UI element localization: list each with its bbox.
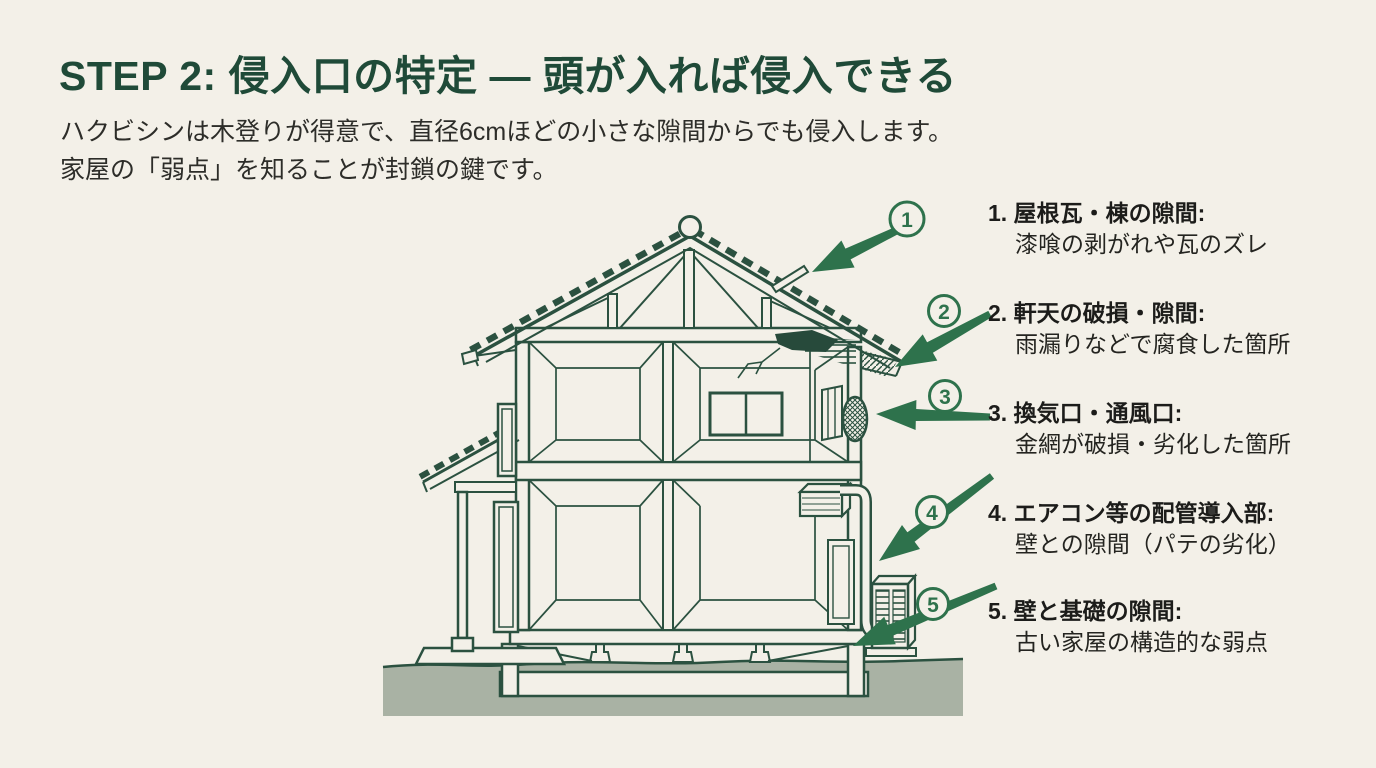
porch-post: [456, 490, 469, 640]
crawlspace-pier: [671, 643, 695, 663]
foundation-stem-right: [846, 642, 866, 698]
crawlspace-pier: [588, 643, 612, 663]
roof: [460, 215, 908, 377]
ac-indoor-unit: [797, 481, 853, 519]
eave-damage-hatch: [861, 350, 898, 377]
legend-item-4-description: 壁との隙間（パテの劣化）: [1015, 531, 1291, 557]
marker-1-number: 1: [901, 209, 913, 232]
marker-3: 3: [928, 379, 962, 413]
marker-3-number: 3: [939, 386, 951, 409]
louver-window: [821, 384, 843, 442]
legend-item-2: 2. 軒天の破損・隙間: 雨漏りなどで腐食した箇所: [988, 298, 1366, 360]
legend-item-2-heading: 2. 軒天の破損・隙間:: [988, 300, 1206, 326]
legend-item-1-description: 漆喰の剥がれや瓦のズレ: [1015, 231, 1268, 257]
marker-2: 2: [927, 294, 961, 328]
vent: [841, 395, 869, 443]
foundation: [498, 642, 870, 698]
marker-4-number: 4: [926, 502, 938, 525]
second-floor-window: [708, 391, 784, 437]
interior-1f: [528, 479, 849, 631]
subtitle-line-1: ハクビシンは木登りが得意で、直径6cmほどの小さな隙間からでも侵入します。: [60, 118, 953, 146]
page-subtitle: ハクビシンは木登りが得意で、直径6cmほどの小さな隙間からでも侵入します。 家屋…: [60, 113, 953, 189]
legend-item-5-heading: 5. 壁と基礎の隙間:: [988, 598, 1183, 624]
legend-item-5: 5. 壁と基礎の隙間: 古い家屋の構造的な弱点: [988, 596, 1366, 658]
ridge-ornament: [678, 215, 702, 239]
porch-post-base: [450, 636, 475, 653]
king-post: [683, 249, 695, 329]
marker-5-number: 5: [927, 594, 939, 617]
marker-1: 1: [888, 200, 926, 238]
left-wall-window: [496, 402, 518, 478]
legend-item-3: 3. 換気口・通風口: 金網が破損・劣化した箇所: [988, 398, 1366, 460]
legend-item-1-heading: 1. 屋根瓦・棟の隙間:: [988, 200, 1206, 226]
roof-tiles-right: [691, 227, 908, 359]
damage-marks: [737, 264, 898, 379]
roof-truss: [544, 249, 831, 329]
marker-5: 5: [916, 587, 950, 621]
arrow-2: [895, 310, 992, 367]
legend-item-4-heading: 4. エアコン等の配管導入部:: [988, 500, 1275, 526]
first-floor-band: [508, 628, 868, 646]
foundation-slab: [498, 670, 870, 698]
legend-item-3-heading: 3. 換気口・通風口:: [988, 400, 1183, 426]
marker-4: 4: [915, 495, 949, 529]
ceiling-damage-hole: [775, 330, 838, 352]
arrow-3: [876, 400, 991, 430]
subtitle-line-2: 家屋の「弱点」を知ることが封鎖の鍵です。: [60, 156, 558, 184]
ceiling-crack: [737, 347, 781, 379]
crawlspace-pier: [748, 643, 772, 663]
number-markers: 1 2 3 4 5: [888, 200, 962, 621]
gutter: [460, 348, 480, 366]
roof-tiles-left: [469, 227, 689, 353]
legend-item-1: 1. 屋根瓦・棟の隙間: 漆喰の剥がれや瓦のズレ: [988, 198, 1366, 260]
displaced-roof-tile: [770, 264, 810, 294]
interior-2f: [528, 341, 849, 463]
legend-item-4: 4. エアコン等の配管導入部: 壁との隙間（パテの劣化）: [988, 498, 1366, 560]
porch: [418, 402, 520, 653]
legend-item-3-description: 金網が破損・劣化した箇所: [1015, 431, 1291, 457]
porch-step: [413, 646, 567, 666]
divider-wall-2f: [662, 341, 674, 463]
marker-2-number: 2: [938, 301, 950, 324]
second-floor-band: [514, 460, 863, 482]
arrow-1: [812, 222, 908, 272]
page-title: STEP 2: 侵入口の特定 — 頭が入れば侵入できる: [59, 53, 958, 99]
divider-wall-1f: [662, 479, 674, 631]
entry-door: [492, 500, 520, 634]
legend-item-2-description: 雨漏りなどで腐食した箇所: [1015, 331, 1291, 357]
ac-outdoor-unit: [865, 573, 918, 657]
legend-item-5-description: 古い家屋の構造的な弱点: [1015, 629, 1268, 655]
first-floor-side-window: [827, 539, 855, 625]
